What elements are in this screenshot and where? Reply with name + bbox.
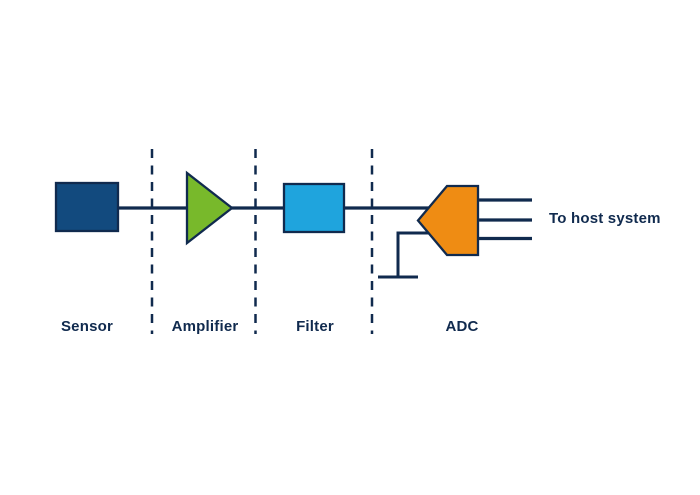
stage-label-adc: ADC: [445, 318, 479, 335]
filter-block-icon: [282, 182, 346, 234]
amplifier-triangle-icon: [185, 170, 234, 246]
stage-label-sensor: Sensor: [60, 318, 114, 335]
ground-icon: [378, 231, 429, 279]
stage-label-filter: Filter: [296, 318, 334, 335]
to-host-system-label: To host system: [549, 210, 661, 227]
adc-pentagon-icon: [416, 184, 480, 257]
stage-label-amplifier: Amplifier: [171, 318, 239, 335]
sensor-block-icon: [54, 181, 120, 233]
